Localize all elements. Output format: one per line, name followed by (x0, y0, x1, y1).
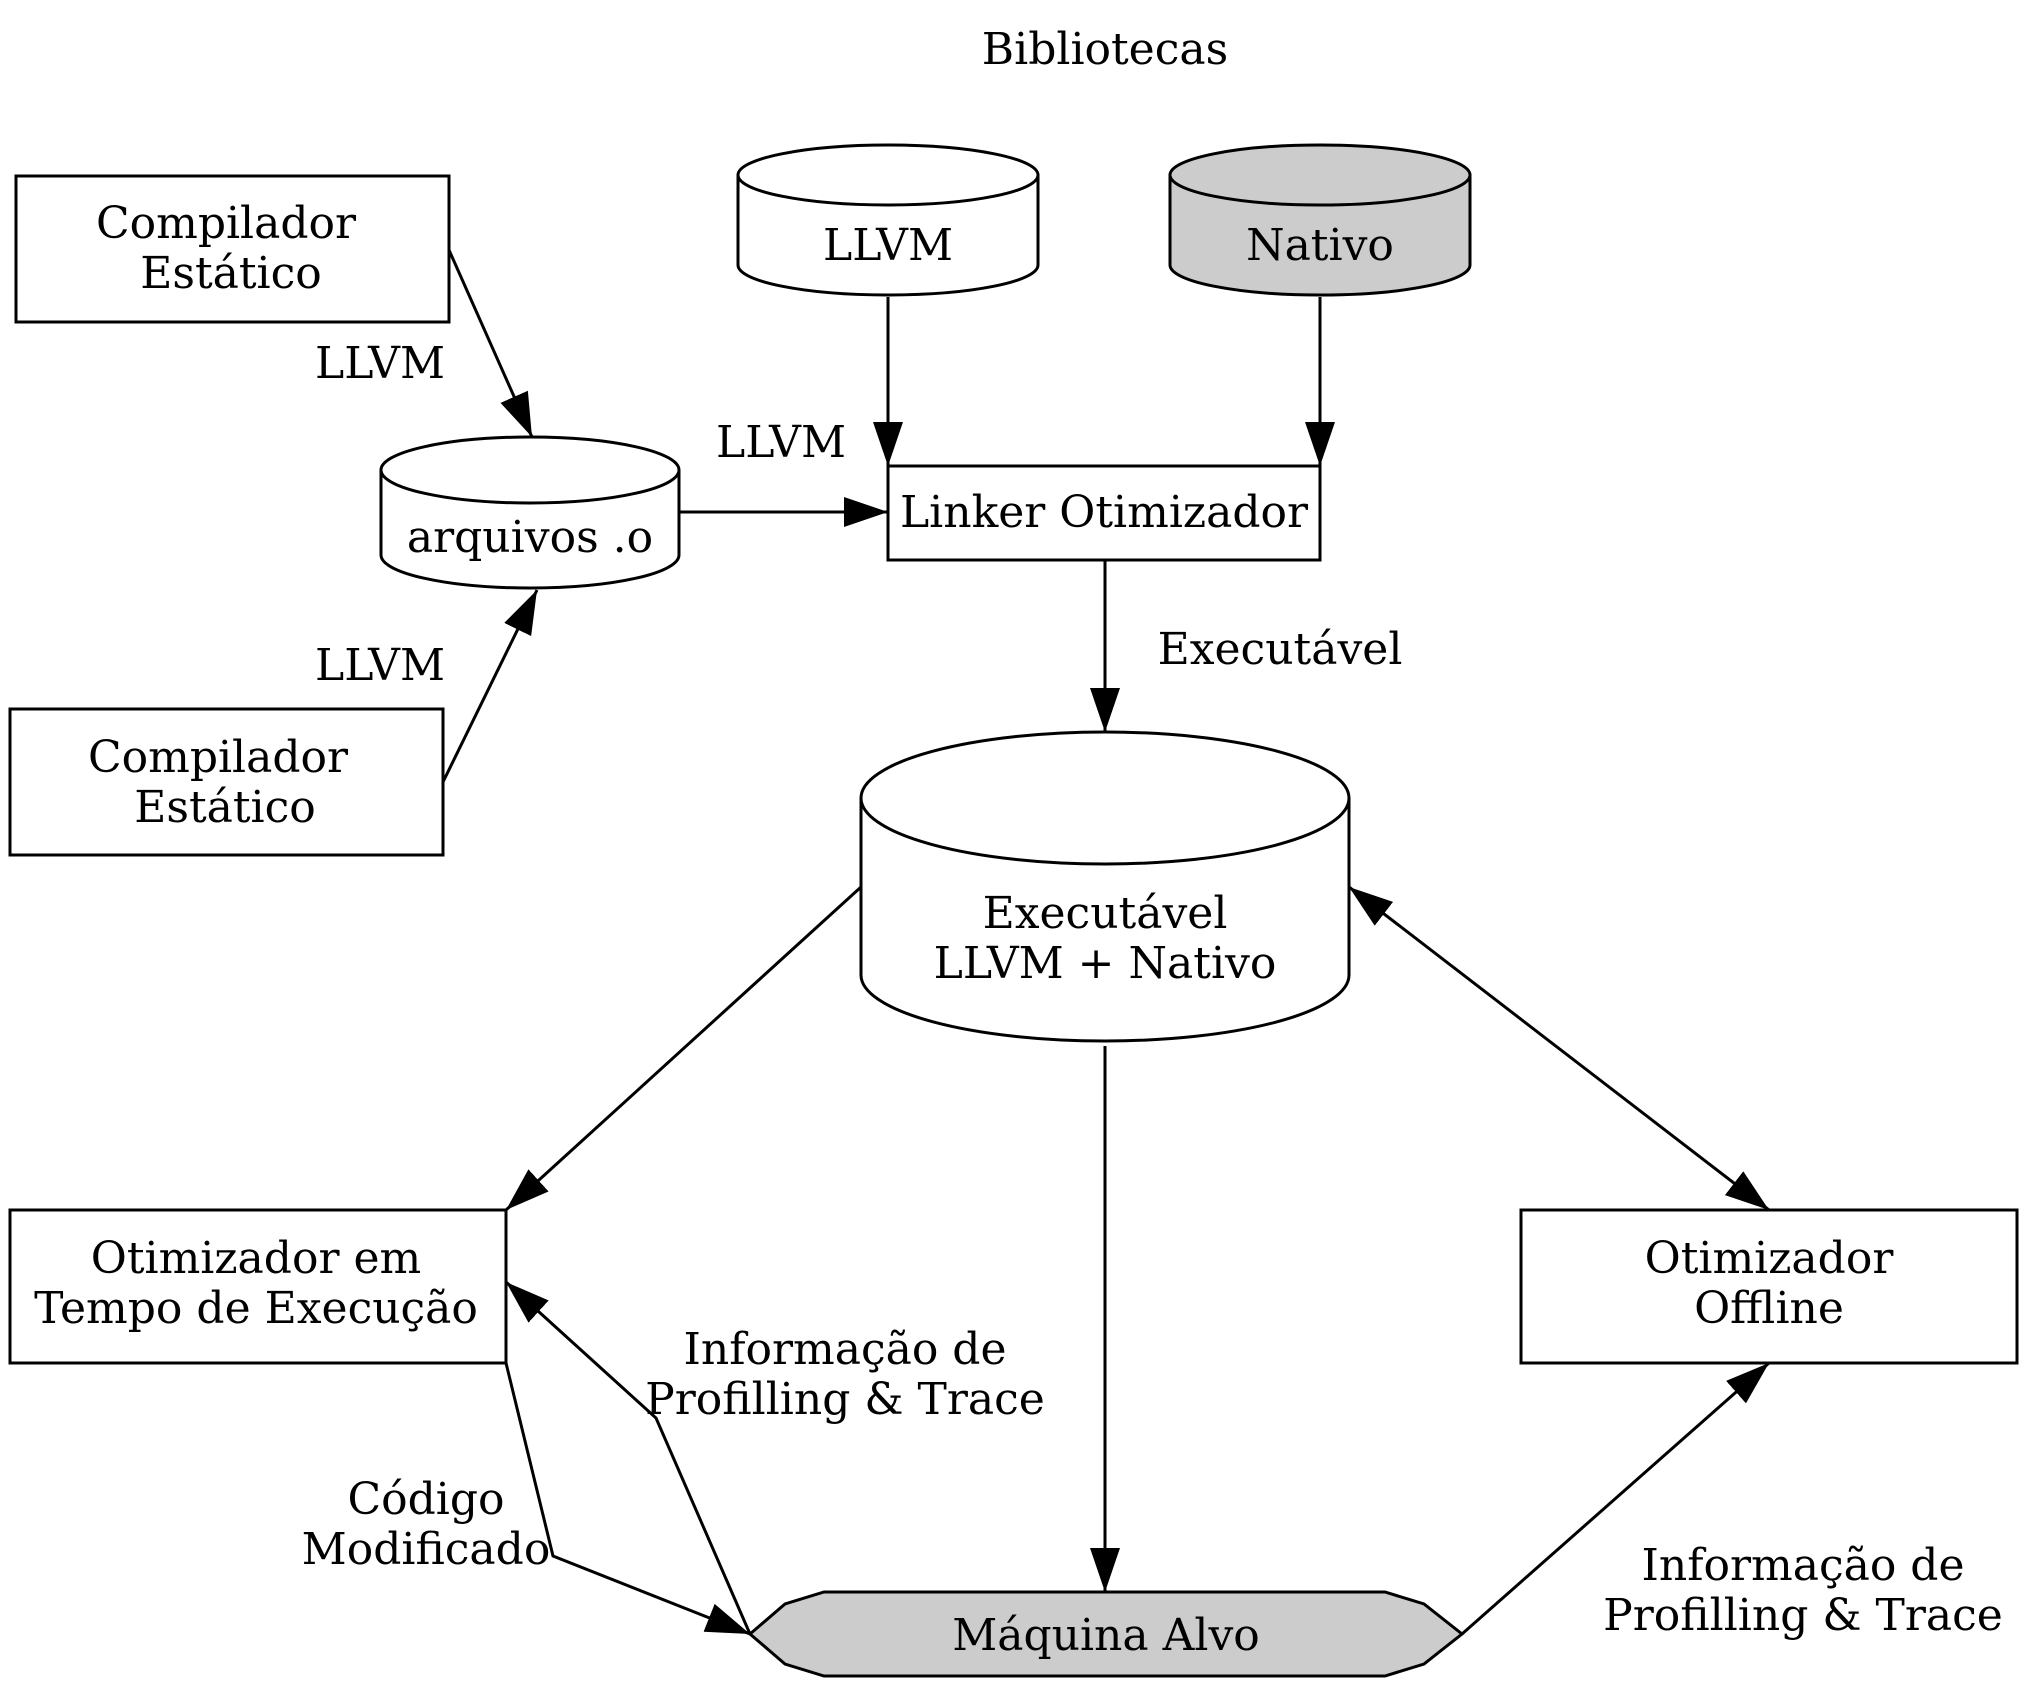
executable-line2: LLVM + Nativo (934, 938, 1277, 989)
edge-target-machine-to-offline-optimizer (1461, 1361, 1770, 1636)
libraries-title: Bibliotecas (982, 24, 1228, 75)
edge-executable-offline-optimizer-bidirectional (1348, 885, 1770, 1212)
linker-node: Linker Otimizador (886, 464, 1322, 562)
llvm-library-cylinder: LLVM (736, 143, 1040, 297)
edge-label-llvm-top: LLVM (315, 338, 445, 389)
offline-optimizer-node: Otimizador Offline (1519, 1208, 2019, 1365)
offline-optimizer-line2: Offline (1694, 1283, 1844, 1334)
llvm-library-label: LLVM (823, 220, 953, 271)
edge-label-modified-code-line2: Modificado (302, 1524, 551, 1575)
target-machine-node: Máquina Alvo (747, 1590, 1465, 1678)
runtime-optimizer-line2: Tempo de Execução (34, 1283, 478, 1334)
edge-label-llvm-bottom: LLVM (315, 640, 445, 691)
runtime-optimizer-line1: Otimizador em (91, 1233, 421, 1284)
edge-executable-to-runtime-optimizer (504, 885, 863, 1212)
edge-label-profiling-left-line2: Profilling & Trace (645, 1374, 1045, 1425)
edge-label-profiling-right-line1: Informação de (1641, 1540, 1964, 1591)
executable-cylinder: Executável LLVM + Nativo (859, 730, 1351, 1043)
edge-label-profiling-left-line1: Informação de (683, 1324, 1006, 1375)
compiler-top-line1: Compilador (96, 198, 357, 249)
object-files-label: arquivos .o (407, 512, 653, 563)
compiler-bottom-node: Compilador Estático (8, 707, 445, 857)
edge-label-modified-code-line1: Código (347, 1474, 504, 1525)
compiler-top-line2: Estático (140, 248, 322, 299)
edge-compiler-top-to-object-files (447, 249, 534, 438)
edge-compiler-bottom-to-object-files (441, 589, 539, 783)
edges (441, 249, 1770, 1636)
executable-line1: Executável (983, 888, 1228, 939)
compiler-bottom-line2: Estático (134, 782, 316, 833)
native-library-label: Nativo (1246, 220, 1394, 271)
edge-label-executable: Executável (1158, 624, 1403, 675)
linker-label: Linker Otimizador (900, 487, 1309, 538)
edge-runtime-optimizer-to-target-machine (504, 1362, 751, 1636)
offline-optimizer-line1: Otimizador (1645, 1233, 1895, 1284)
edge-label-llvm-to-linker: LLVM (716, 417, 846, 468)
edge-label-profiling-right-line2: Profilling & Trace (1603, 1590, 2003, 1641)
edge-target-machine-to-runtime-optimizer (504, 1280, 752, 1635)
object-files-cylinder: arquivos .o (379, 435, 681, 590)
native-library-cylinder: Nativo (1168, 143, 1472, 297)
target-machine-label: Máquina Alvo (952, 1610, 1260, 1661)
runtime-optimizer-node: Otimizador em Tempo de Execução (8, 1208, 508, 1365)
compiler-bottom-line1: Compilador (88, 732, 349, 783)
compiler-top-node: Compilador Estático (14, 174, 451, 324)
